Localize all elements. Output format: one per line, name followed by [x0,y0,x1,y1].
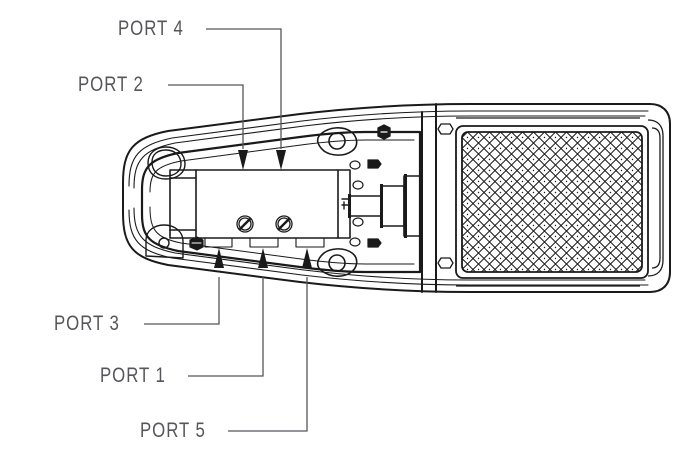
top-right-screw [377,124,391,140]
module-tick-marks [341,198,351,210]
connector-assembly [349,175,423,237]
arrow-port-5 [302,248,312,268]
divider-hole-lower [437,257,454,269]
callout-label-port-5: PORT 5 [140,419,206,442]
callout-label-port-4: PORT 4 [118,17,184,40]
divider-hole-upper [437,123,454,135]
arrow-port-4 [276,150,286,170]
housing-parting-lines [128,110,649,286]
leader-port-5 [228,277,308,432]
section-divider [421,103,437,293]
arrow-port-2 [238,150,248,170]
right-end-cap [456,117,664,287]
callout-label-port-3: PORT 3 [54,312,120,335]
side-port-holes [349,159,382,248]
leader-port-2 [168,84,244,149]
connector-shadow [348,174,407,238]
left-clip-feature [189,236,204,251]
callout-label-port-1: PORT 1 [100,364,166,387]
callout-arrowheads [214,150,312,268]
arrow-port-3 [214,248,224,268]
callout-label-port-2: PORT 2 [78,73,144,96]
housing-outer-shell [122,103,671,293]
center-module [169,169,351,239]
module-screws [236,215,293,233]
leader-port-3 [144,277,220,325]
left-upper-boss [147,146,186,180]
leader-port-4 [206,28,282,149]
hinge-boss-lower [316,248,358,277]
mesh-panel-fill [462,132,642,272]
leader-port-1 [188,277,264,377]
port-contact-pads [204,237,325,248]
arrow-port-1 [258,248,268,268]
callout-leaders [144,28,308,432]
hinge-boss-upper [316,127,358,156]
